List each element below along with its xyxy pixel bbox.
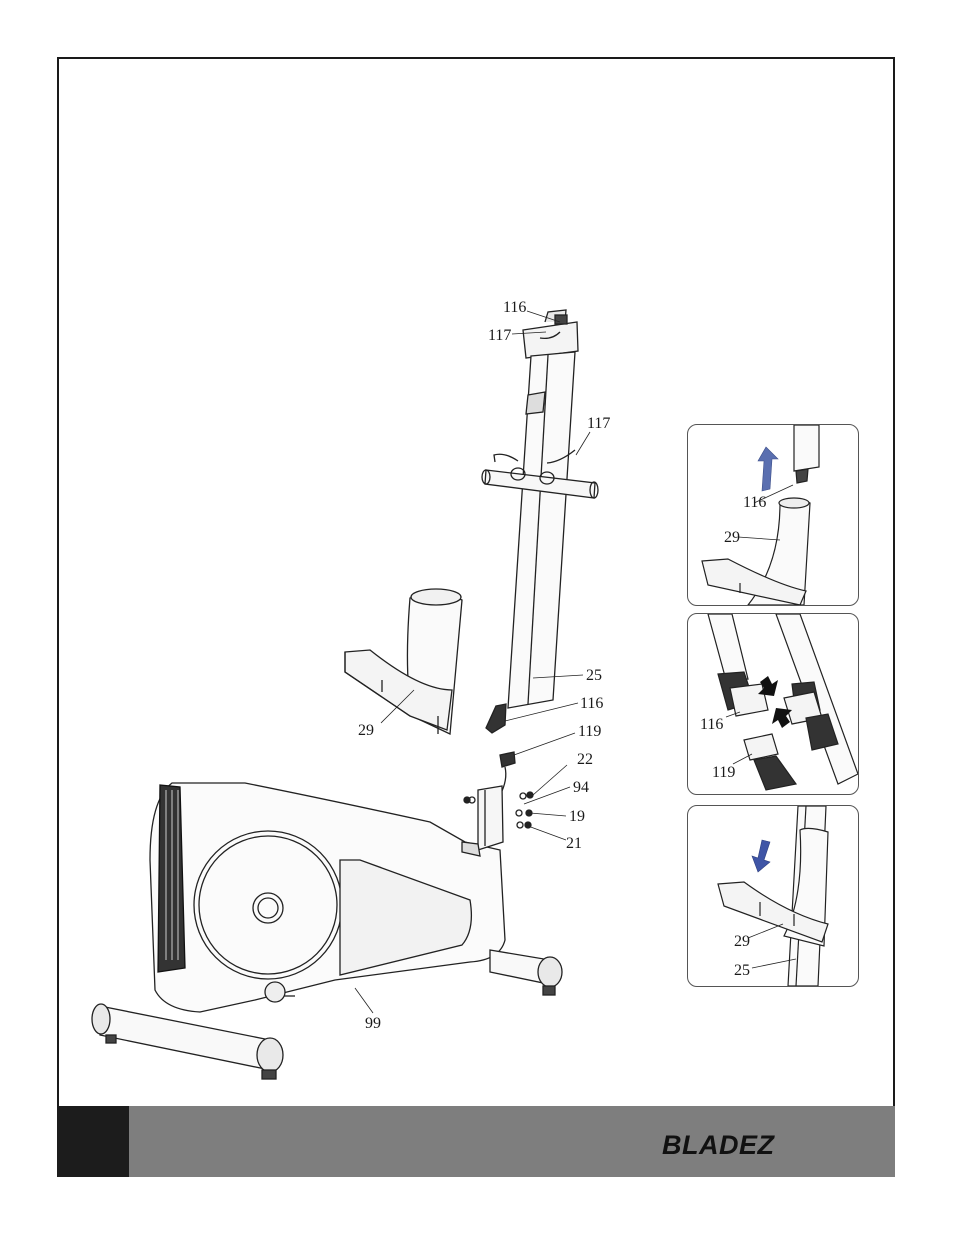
inset2-callout-119: 119 bbox=[712, 764, 735, 781]
callout-22: 22 bbox=[577, 751, 593, 768]
detail-inset-step-3: 29 25 bbox=[687, 805, 859, 987]
callout-116-top: 116 bbox=[503, 299, 526, 316]
callout-25: 25 bbox=[586, 667, 602, 684]
step-1-illustration: 116 29 bbox=[701, 425, 820, 605]
callout-19: 19 bbox=[569, 808, 585, 825]
step-3-illustration: 29 25 bbox=[717, 806, 829, 986]
bladez-logo: BLADEZ bbox=[662, 1130, 775, 1160]
arrow-up-icon bbox=[757, 446, 779, 492]
footer-bar bbox=[57, 1106, 895, 1177]
callout-94: 94 bbox=[573, 779, 589, 796]
brand-logo-text: BLADEZ bbox=[662, 1130, 775, 1160]
inset2-callout-116: 116 bbox=[700, 716, 723, 733]
inset1-callout-116: 116 bbox=[743, 494, 766, 511]
inset3-callout-25: 25 bbox=[734, 962, 750, 979]
callout-21: 21 bbox=[566, 835, 582, 852]
inset3-callout-29: 29 bbox=[734, 933, 750, 950]
arrow-right-icon bbox=[758, 676, 778, 696]
callout-29: 29 bbox=[358, 722, 374, 739]
arrow-down-icon bbox=[751, 839, 771, 873]
detail-inset-step-2: 116 119 bbox=[687, 613, 859, 795]
arrow-left-icon bbox=[772, 708, 792, 728]
callout-116-bottom: 116 bbox=[580, 695, 603, 712]
callout-99: 99 bbox=[365, 1015, 381, 1032]
callout-117-top: 117 bbox=[488, 327, 511, 344]
callout-119: 119 bbox=[578, 723, 601, 740]
detail-inset-step-1: 116 29 bbox=[687, 424, 859, 606]
inset1-callout-29: 29 bbox=[724, 529, 740, 546]
step-2-illustration: 116 119 bbox=[700, 614, 858, 791]
callout-117-side: 117 bbox=[587, 415, 610, 432]
page-number-tab bbox=[57, 1106, 129, 1177]
